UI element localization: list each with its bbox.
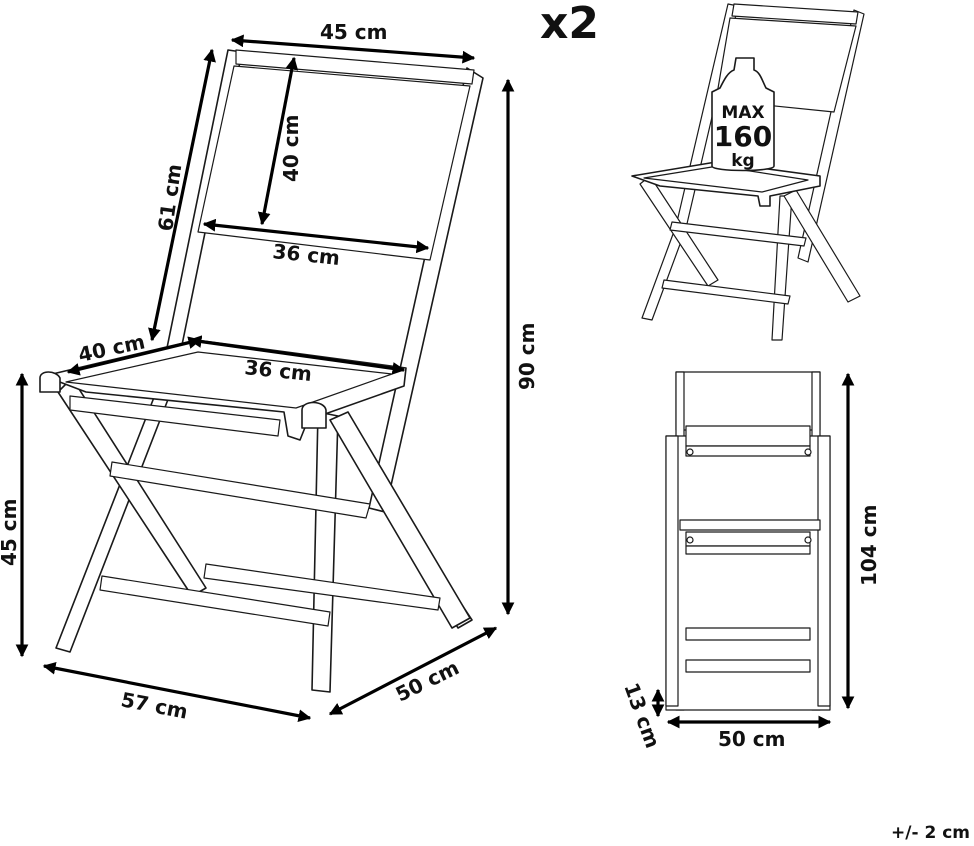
dim-seat-height: 45 cm: [0, 499, 21, 567]
weight-label-max: MAX: [721, 103, 764, 123]
folded-chair-drawing: [665, 371, 831, 711]
dim-folded-height: 104 cm: [857, 505, 881, 586]
loaded-chair-drawing: MAX 160 kg: [631, 3, 865, 341]
tolerance-note: +/- 2 cm: [891, 823, 970, 843]
dim-top-width: 45 cm: [320, 20, 388, 44]
dim-folded-width: 50 cm: [718, 727, 786, 751]
weight-icon: [711, 57, 775, 172]
weight-label-value: 160: [714, 120, 772, 153]
dimension-lines: [15, 34, 855, 729]
dim-back-side: 61 cm: [153, 163, 186, 233]
weight-label-unit: kg: [731, 151, 754, 171]
quantity-label: x2: [540, 0, 599, 49]
dim-total-height: 90 cm: [515, 323, 539, 391]
dim-backrest-height: 40 cm: [279, 115, 303, 183]
